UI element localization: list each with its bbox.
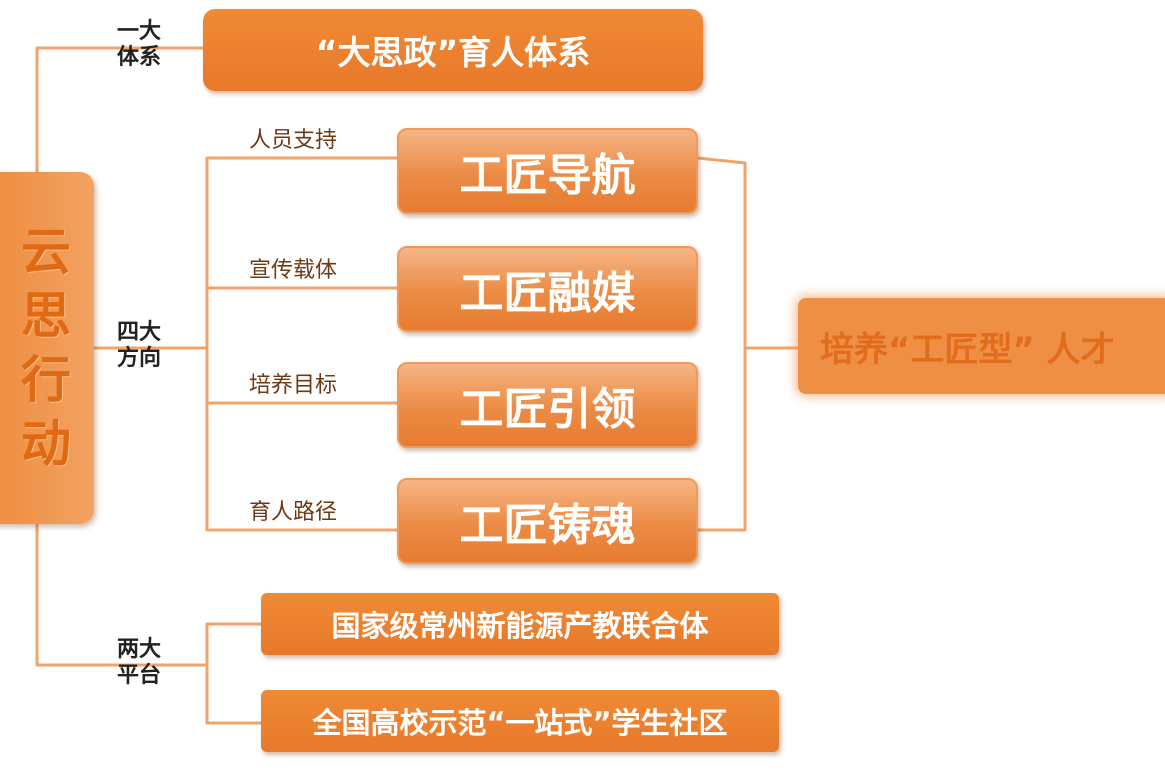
- connector-right-bracket: [696, 156, 747, 532]
- main-title-char-1: 云: [21, 223, 71, 281]
- main-title-char-4: 动: [21, 415, 71, 473]
- platform-box-2: 全国高校示范“一站式”学生社区: [261, 690, 779, 752]
- direction-sub-4: 育人路径: [249, 500, 338, 525]
- group-label-platforms-line1: 两大: [116, 637, 161, 662]
- direction-sub-3: 培养目标: [249, 373, 338, 398]
- group-label-directions: 四大 方向: [108, 320, 170, 372]
- platform-box-1: 国家级常州新能源产教联合体: [261, 593, 779, 655]
- main-title-char-2: 思: [21, 287, 71, 345]
- system-box: “大思政”育人体系: [203, 9, 703, 91]
- group-label-system-line2: 体系: [116, 45, 161, 70]
- group-label-platforms: 两大 平台: [108, 637, 170, 689]
- group-label-system: 一大 体系: [108, 19, 170, 71]
- group-label-directions-line2: 方向: [116, 346, 161, 371]
- direction-box-1: 工匠导航: [397, 128, 698, 214]
- connector-trunk-bottom: [35, 522, 209, 667]
- group-label-directions-line1: 四大: [116, 320, 161, 345]
- direction-box-3: 工匠引领: [397, 362, 698, 448]
- result-box: 培养“工匠型” 人才: [798, 298, 1165, 394]
- group-label-system-line1: 一大: [116, 19, 161, 44]
- direction-sub-2: 宣传载体: [249, 258, 338, 283]
- group-label-platforms-line2: 平台: [116, 663, 161, 688]
- direction-box-2: 工匠融媒: [397, 246, 698, 332]
- main-title-box: 云 思 行 动: [0, 172, 94, 524]
- result-text: 培养“工匠型” 人才: [820, 329, 1115, 370]
- connector-trunk-top: [35, 46, 209, 174]
- connector-platform-bracket: [205, 622, 264, 725]
- direction-box-4: 工匠铸魂: [397, 478, 698, 564]
- direction-sub-1: 人员支持: [249, 128, 338, 153]
- main-title-char-3: 行: [21, 351, 71, 409]
